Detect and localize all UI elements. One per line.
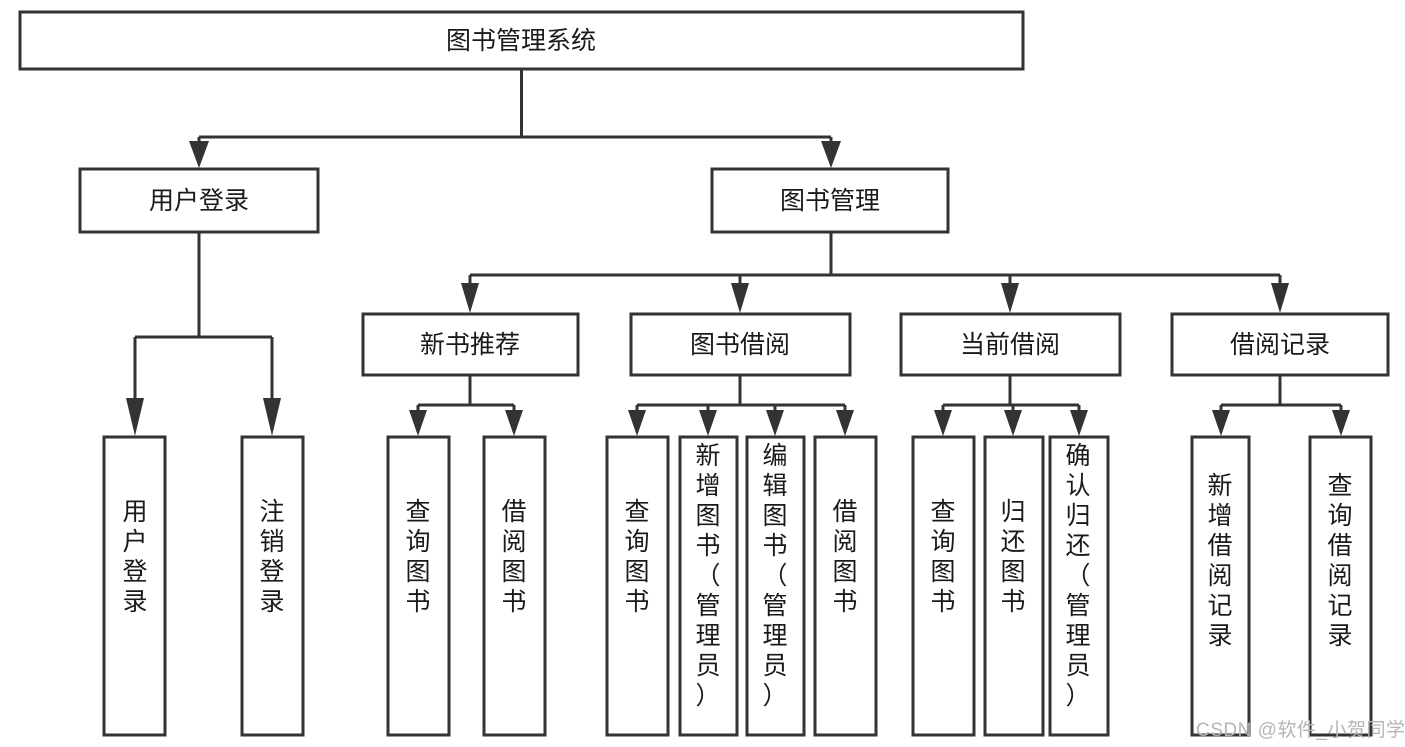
node-borrow-record[interactable]: 借阅记录 — [1170, 312, 1390, 377]
node-leaf-confirm-return[interactable]: 确认归还（管理员） — [1048, 435, 1110, 737]
arrow-head-new-book-rec — [461, 283, 479, 313]
node-leaf-query-book-3[interactable]: 查询图书 — [911, 435, 976, 737]
arrow-head-leaf-query-book-3 — [934, 410, 952, 436]
node-root-box[interactable] — [18, 10, 1025, 71]
node-user-login-label: 用户登录 — [149, 187, 249, 215]
node-leaf-add-book-box[interactable] — [678, 435, 739, 737]
node-new-book-rec[interactable]: 新书推荐 — [361, 312, 580, 377]
arrow-head-leaf-edit-book — [766, 410, 784, 436]
node-leaf-borrow-book-2-label: 借阅图书 — [832, 498, 857, 616]
node-root[interactable]: 图书管理系统 — [18, 10, 1025, 71]
node-user-login[interactable]: 用户登录 — [78, 167, 320, 234]
arrow-head-leaf-query-record — [1332, 410, 1350, 436]
arrow-head-book-manage — [821, 141, 841, 168]
arrow-head-borrow-record — [1271, 283, 1289, 313]
node-leaf-return-book-box[interactable] — [983, 435, 1045, 737]
node-borrow-record-label: 借阅记录 — [1230, 331, 1330, 359]
node-user-login-box[interactable] — [78, 167, 320, 234]
node-book-borrow-box[interactable] — [629, 312, 852, 377]
arrow-head-leaf-add-record — [1212, 410, 1230, 436]
node-leaf-query-record[interactable]: 查询借阅记录 — [1308, 435, 1373, 737]
node-leaf-return-book[interactable]: 归还图书 — [983, 435, 1045, 737]
connector-group-user-login — [126, 232, 281, 436]
node-leaf-edit-book-box[interactable] — [745, 435, 806, 737]
node-leaf-add-book[interactable]: 新增图书（管理员） — [678, 435, 739, 737]
arrow-head-leaf-query-book-1 — [409, 410, 427, 436]
arrow-head-leaf-query-book-2 — [628, 410, 646, 436]
node-leaf-borrow-book-2-box[interactable] — [813, 435, 878, 737]
node-leaf-return-book-label: 归还图书 — [1000, 498, 1025, 616]
node-leaf-logout-box[interactable] — [240, 435, 305, 737]
arrow-head-leaf-borrow-book-1 — [505, 410, 523, 436]
node-leaf-query-book-3-label: 查询图书 — [930, 498, 955, 616]
node-leaf-user-login-label: 用户登录 — [122, 498, 147, 616]
node-leaf-add-record-box[interactable] — [1190, 435, 1251, 737]
arrow-head-leaf-borrow-book-2 — [836, 410, 854, 436]
node-leaf-query-book-1-label: 查询图书 — [405, 498, 430, 616]
node-leaf-query-book-2[interactable]: 查询图书 — [605, 435, 670, 737]
node-leaf-logout-label: 注销登录 — [259, 498, 284, 616]
node-book-borrow-label: 图书借阅 — [690, 331, 790, 359]
csdn-watermark: CSDN @软件_小贺同学 — [1196, 720, 1405, 741]
arrow-head-current-borrow — [1001, 283, 1019, 313]
node-current-borrow-box[interactable] — [899, 312, 1122, 377]
node-leaf-user-login-box[interactable] — [102, 435, 167, 737]
arrow-head-leaf-return-book — [1004, 410, 1022, 436]
arrow-head-leaf-confirm-return — [1070, 410, 1088, 436]
node-root-label: 图书管理系统 — [446, 27, 596, 55]
node-leaf-query-book-2-box[interactable] — [605, 435, 670, 737]
node-leaf-borrow-book-2[interactable]: 借阅图书 — [813, 435, 878, 737]
node-current-borrow-label: 当前借阅 — [960, 331, 1060, 359]
node-leaf-confirm-return-label: 确认归还（管理员） — [1065, 442, 1090, 710]
node-leaf-borrow-book-1-box[interactable] — [482, 435, 547, 737]
node-book-borrow[interactable]: 图书借阅 — [629, 312, 852, 377]
connector-group-book-borrow — [628, 375, 854, 436]
arrow-head-leaf-user-login — [126, 398, 144, 436]
node-leaf-query-book-1-box[interactable] — [386, 435, 451, 737]
arrow-head-leaf-add-book — [699, 410, 717, 436]
arrow-head-book-borrow — [731, 283, 749, 313]
node-book-manage-box[interactable] — [710, 167, 950, 234]
arrow-head-user-login — [189, 141, 209, 168]
connector-group-current-borrow — [934, 375, 1088, 436]
node-leaf-edit-book-label: 编辑图书（管理员） — [762, 442, 787, 710]
node-new-book-rec-label: 新书推荐 — [420, 331, 520, 359]
node-new-book-rec-box[interactable] — [361, 312, 580, 377]
node-leaf-edit-book[interactable]: 编辑图书（管理员） — [745, 435, 806, 737]
node-leaf-add-book-label: 新增图书（管理员） — [695, 442, 720, 710]
node-leaf-query-book-2-label: 查询图书 — [624, 498, 649, 616]
node-borrow-record-box[interactable] — [1170, 312, 1390, 377]
node-leaf-query-record-box[interactable] — [1308, 435, 1373, 737]
arrow-head-leaf-logout — [263, 398, 281, 436]
node-leaf-add-record[interactable]: 新增借阅记录 — [1190, 435, 1251, 737]
connector-group-book-manage — [461, 232, 1289, 313]
node-current-borrow[interactable]: 当前借阅 — [899, 312, 1122, 377]
node-leaf-logout[interactable]: 注销登录 — [240, 435, 305, 737]
connector-group-root — [189, 69, 841, 168]
node-leaf-confirm-return-box[interactable] — [1048, 435, 1110, 737]
node-leaf-add-record-label: 新增借阅记录 — [1207, 472, 1232, 650]
connector-group-borrow-record — [1212, 375, 1350, 436]
node-book-manage-label: 图书管理 — [780, 187, 880, 215]
node-leaf-query-book-3-box[interactable] — [911, 435, 976, 737]
node-leaf-borrow-book-1[interactable]: 借阅图书 — [482, 435, 547, 737]
node-leaf-query-record-label: 查询借阅记录 — [1327, 472, 1352, 650]
node-book-manage[interactable]: 图书管理 — [710, 167, 950, 234]
node-leaf-user-login[interactable]: 用户登录 — [102, 435, 167, 737]
node-leaf-borrow-book-1-label: 借阅图书 — [501, 498, 526, 616]
connector-group-new-book-rec — [409, 375, 523, 436]
node-leaf-query-book-1[interactable]: 查询图书 — [386, 435, 451, 737]
